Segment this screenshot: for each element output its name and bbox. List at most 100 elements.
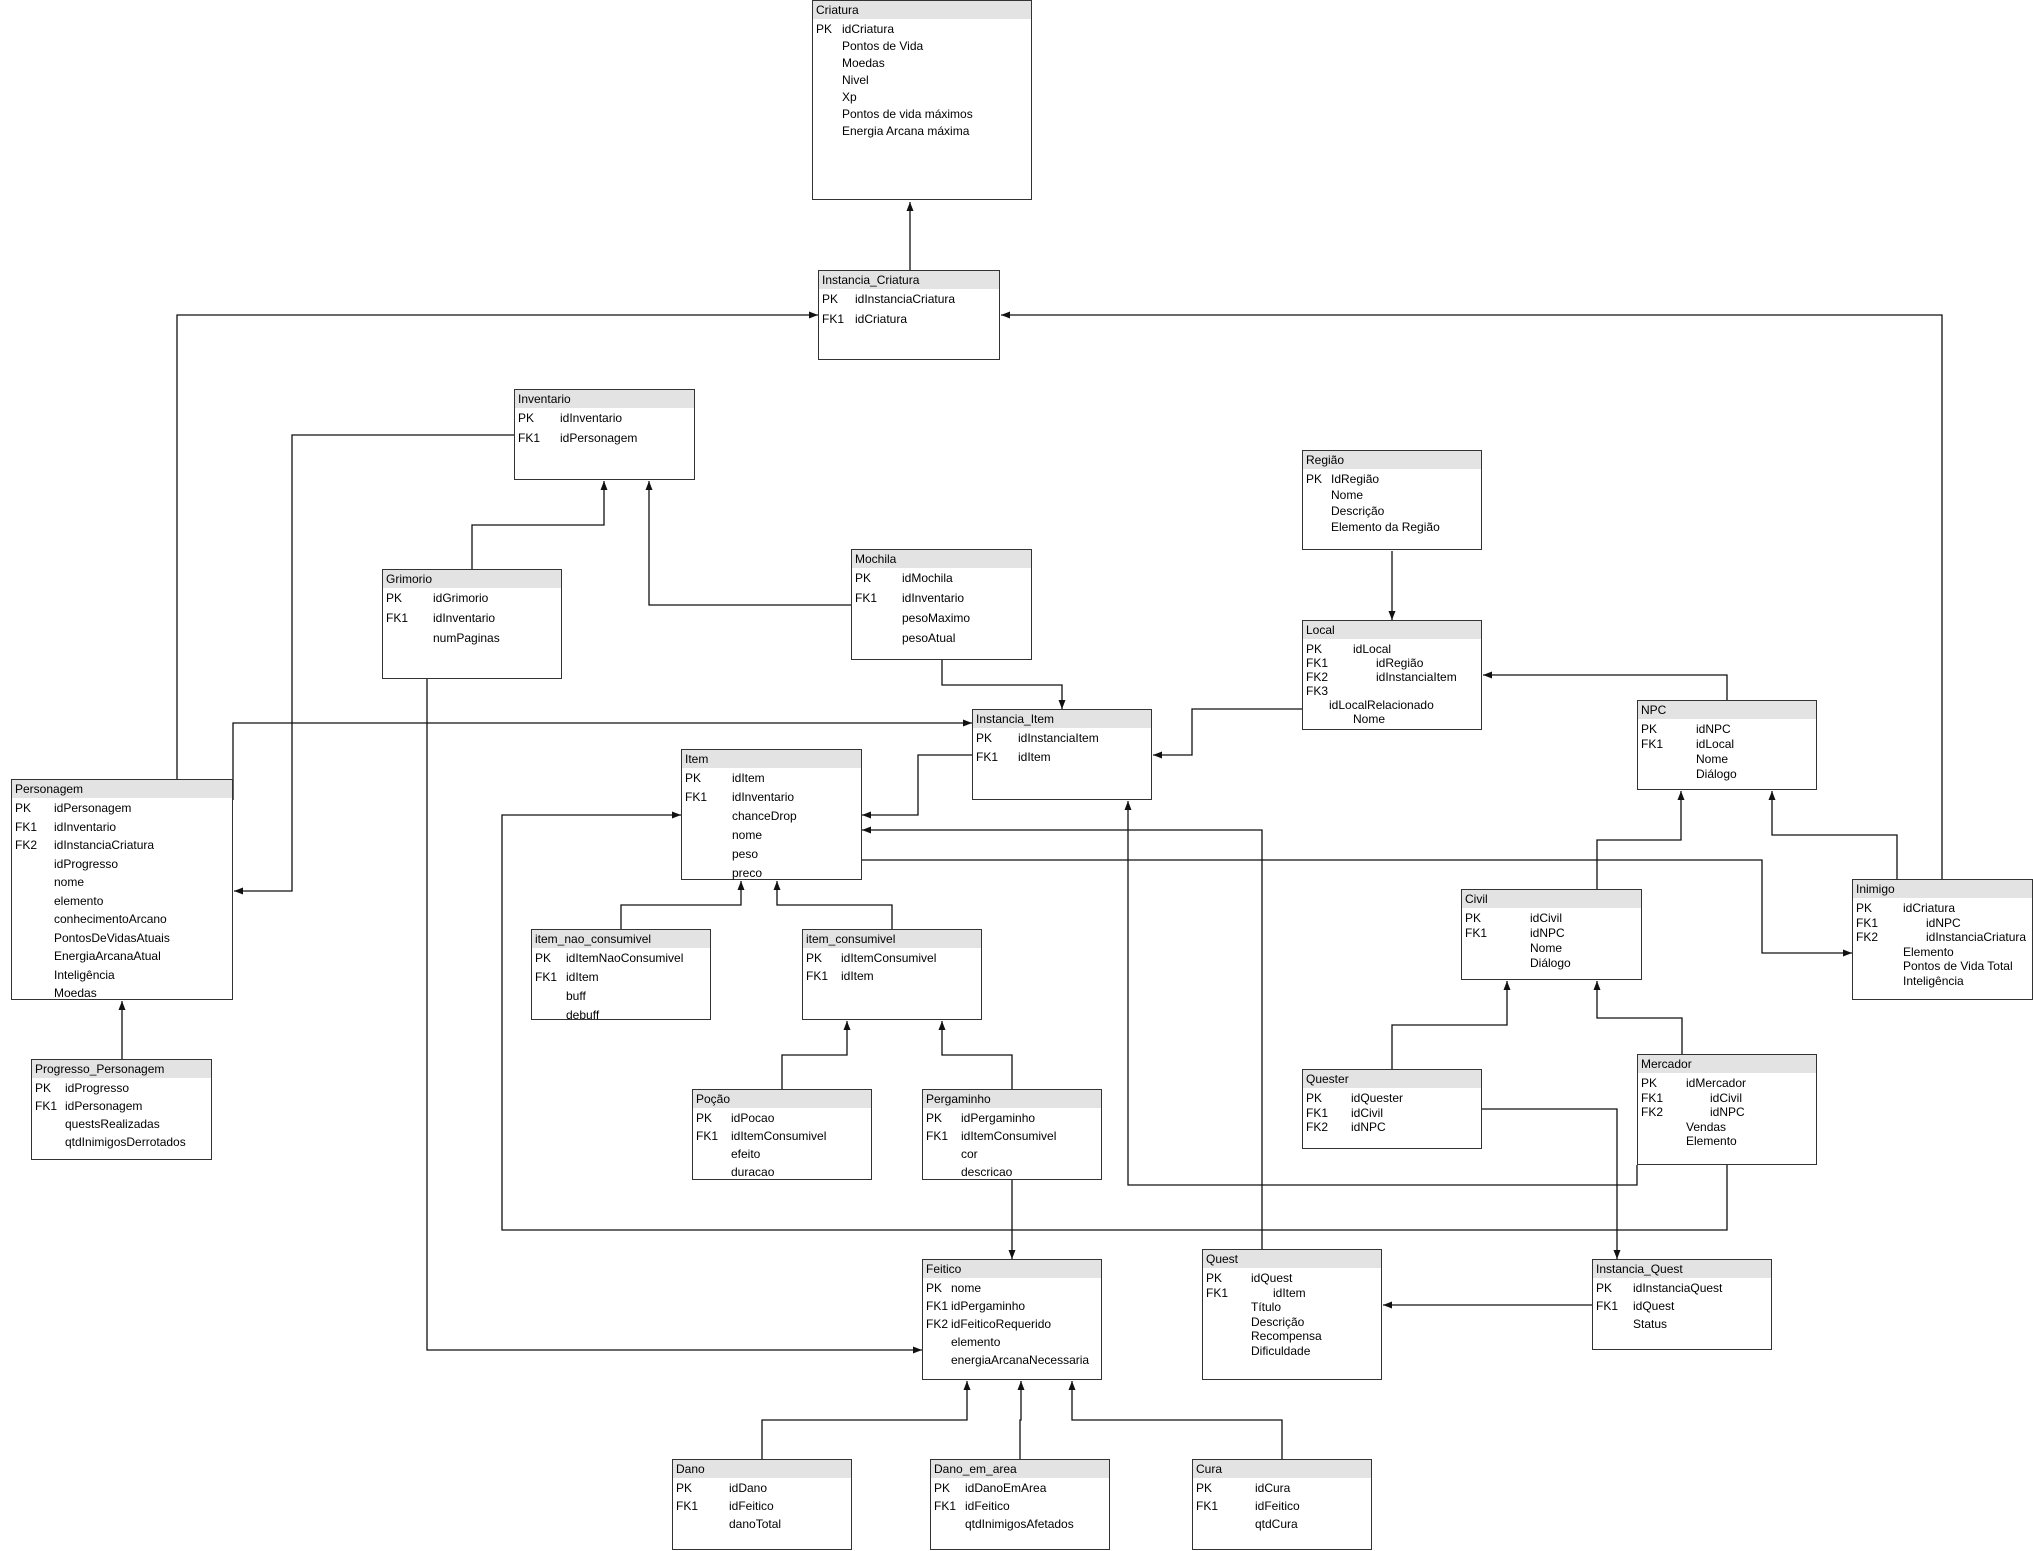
attribute-name: idItem	[732, 771, 765, 785]
attribute-key: FK1	[1196, 1499, 1219, 1513]
attribute-name: IdRegião	[1331, 472, 1380, 486]
attribute-row: Nome	[1303, 711, 1481, 727]
attribute-name: Dificuldade	[1251, 1343, 1311, 1358]
attribute-name: idPersonagem	[65, 1099, 143, 1113]
attribute-name: qtdCura	[1255, 1517, 1298, 1531]
attribute-row: EnergiaArcanaAtual	[12, 948, 232, 964]
attribute-name: PontosDeVidasAtuais	[54, 930, 170, 945]
attribute-name: idInstanciaCriatura	[54, 838, 155, 852]
attribute-row: PK idMochila	[852, 570, 1031, 586]
entity-title: Pergaminho	[923, 1090, 1101, 1108]
attribute-name: idFeitico	[729, 1499, 774, 1513]
attribute-name: idPergaminho	[951, 1299, 1026, 1313]
attribute-name: idInventario	[560, 411, 623, 425]
attribute-name: idNPC	[1696, 722, 1731, 736]
attribute-name: idMochila	[902, 571, 953, 585]
relationship-grimorio-to-feitico	[426, 679, 922, 1354]
relationship-quest-to-item	[862, 826, 1263, 1249]
attribute-name: Inteligência	[1903, 973, 1964, 988]
attribute-key: FK3	[1306, 684, 1329, 698]
entity-title: Grimorio	[383, 570, 561, 588]
attribute-row: Diálogo	[1638, 766, 1816, 782]
attribute-key: PK	[1306, 472, 1323, 486]
attribute-row: qtdCura	[1193, 1516, 1371, 1532]
attribute-name: idItem	[1018, 750, 1051, 764]
attribute-row: FK1 idInventario	[383, 610, 561, 626]
relationship-mochila-to-instancia-item	[941, 660, 1066, 709]
entity-title: NPC	[1638, 701, 1816, 719]
attribute-row: Elemento	[1638, 1133, 1816, 1149]
attribute-name: Elemento da Região	[1331, 520, 1440, 534]
attribute-row: FK3	[1303, 683, 1481, 699]
relationship-personagem-to-instancia-criatura	[176, 311, 818, 779]
attribute-row: Pontos de Vida	[813, 38, 1031, 54]
attribute-row: elemento	[12, 893, 232, 909]
attribute-key: PK	[976, 731, 993, 745]
attribute-row: Dificuldade	[1203, 1343, 1381, 1359]
attribute-name: idItemConsumivel	[731, 1129, 827, 1143]
attribute-row: Xp	[813, 89, 1031, 105]
attribute-key: PK	[855, 571, 872, 585]
attribute-name: numPaginas	[433, 631, 500, 645]
attribute-name: qtdInimigosDerrotados	[65, 1135, 186, 1149]
attribute-row: idLocalRelacionado	[1303, 697, 1481, 713]
attribute-name: EnergiaArcanaAtual	[54, 949, 161, 963]
attribute-name: nome	[951, 1281, 982, 1295]
attribute-name: idItemConsumivel	[841, 951, 937, 965]
attribute-name: idMercador	[1686, 1076, 1747, 1090]
attribute-row: Pontos de vida máximos	[813, 106, 1031, 122]
attribute-row: danoTotal	[673, 1516, 851, 1532]
attribute-key: FK1	[386, 611, 409, 625]
attribute-key: FK1	[1306, 656, 1329, 670]
relationship-quester-to-civil	[1391, 981, 1511, 1069]
attribute-key: PK	[1641, 722, 1658, 736]
entity-title: Feitico	[923, 1260, 1101, 1278]
attribute-name: idInventario	[433, 611, 496, 625]
entity-title: item_nao_consumivel	[532, 930, 710, 948]
attribute-key: PK	[1596, 1281, 1613, 1295]
attribute-key: FK2	[1306, 1120, 1329, 1134]
attribute-key: PK	[1306, 642, 1323, 656]
attribute-key: PK	[518, 411, 535, 425]
attribute-name: Elemento	[1686, 1134, 1737, 1148]
attribute-key: PK	[926, 1111, 943, 1125]
attribute-row: Vendas	[1638, 1119, 1816, 1135]
